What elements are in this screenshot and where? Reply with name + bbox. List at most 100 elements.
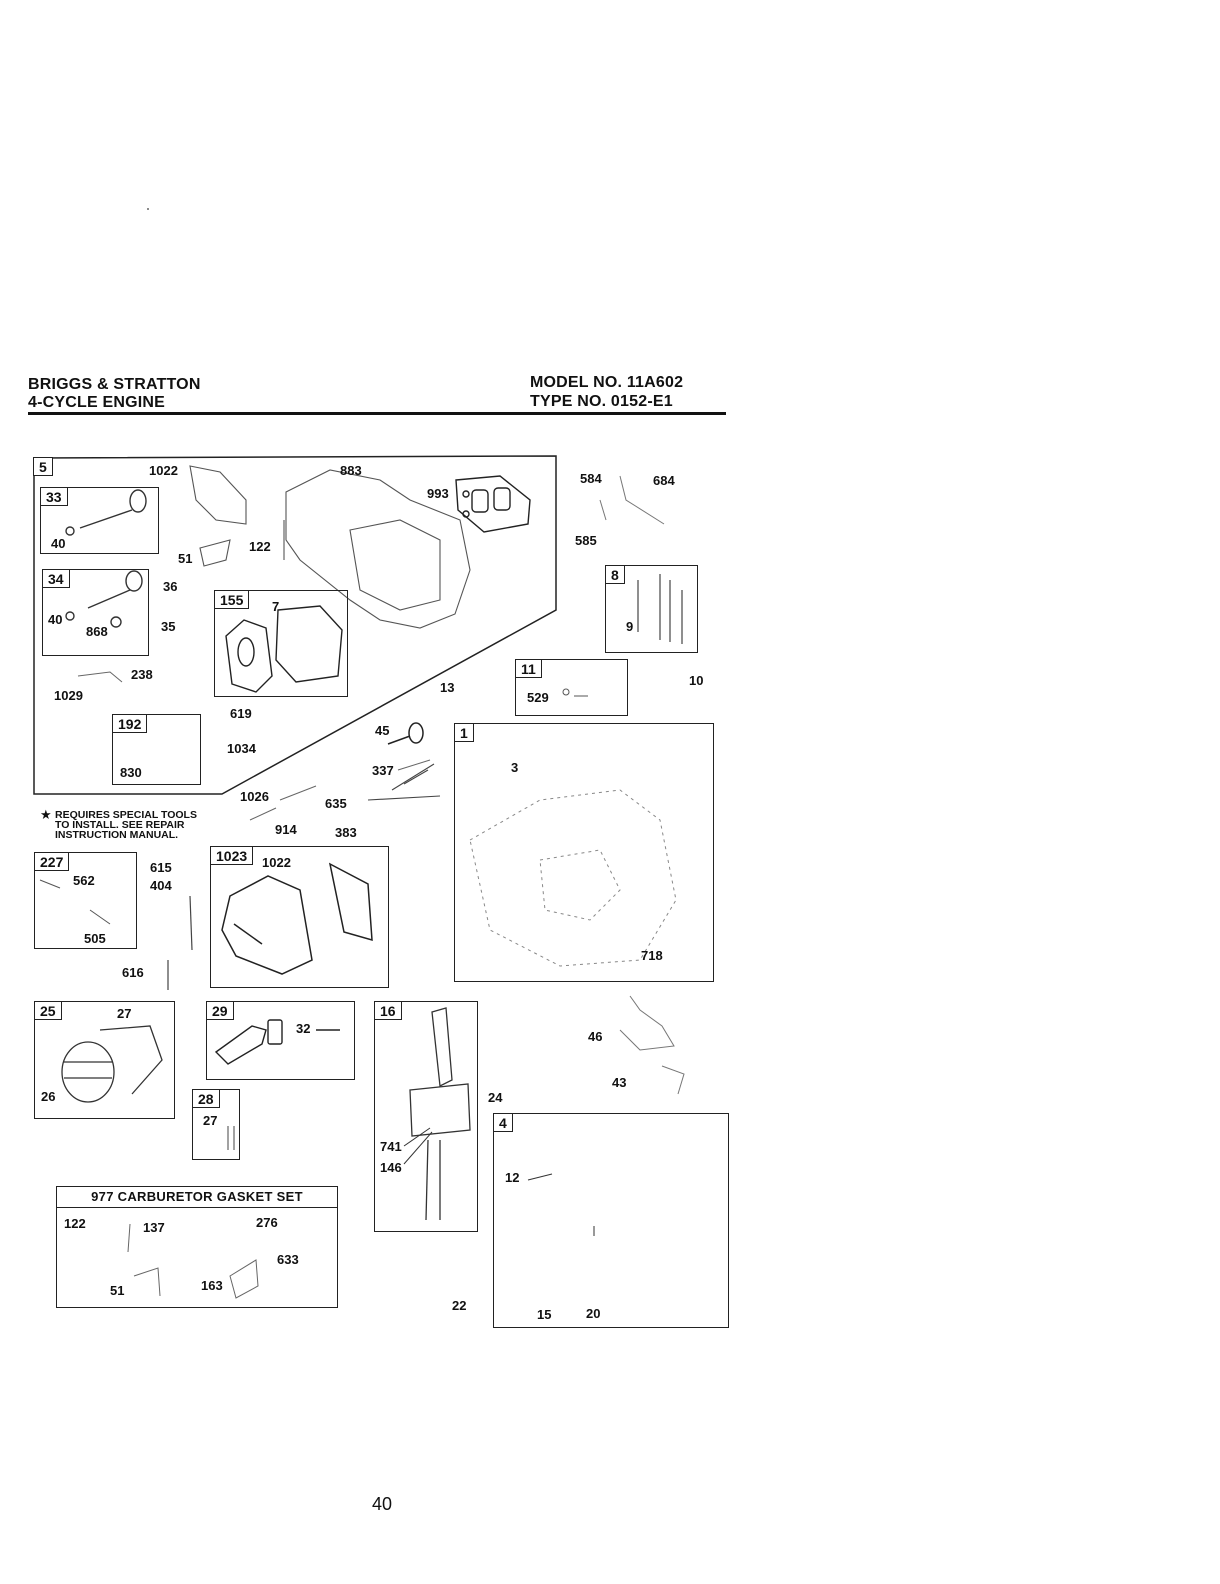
part-label: 337	[372, 763, 394, 778]
part-label: 163	[201, 1278, 223, 1293]
page-number: 40	[372, 1494, 393, 1514]
part-label: 1026	[240, 789, 269, 804]
part-label: 238	[131, 667, 153, 682]
part-label: 883	[340, 463, 362, 478]
box-192-tag: 192	[112, 714, 148, 733]
part-label: 1022	[262, 855, 291, 870]
valve-sketch-45	[387, 722, 424, 745]
box-1-tag: 1	[454, 723, 474, 742]
valve-sketch-34	[65, 570, 143, 628]
box-8-tag: 8	[605, 565, 625, 584]
part-label: 505	[84, 931, 106, 946]
box-1: 1	[454, 723, 714, 982]
piston-sketch-25	[61, 1025, 163, 1103]
part-label: 13	[440, 680, 455, 695]
box-155-tag: 155	[214, 590, 250, 609]
box-4: 4	[493, 1113, 729, 1328]
part-label: 51	[110, 1283, 125, 1298]
part-label: 36	[163, 579, 178, 594]
leader-12	[527, 1173, 595, 1236]
part-label: 914	[275, 822, 297, 837]
dipstick-sketch	[167, 895, 193, 990]
model-number: MODEL NO. 11A602	[530, 374, 684, 391]
box-28: 28	[192, 1089, 240, 1160]
part-label: 40	[48, 612, 63, 627]
part-label: 1034	[227, 741, 256, 756]
box-192: 192	[112, 714, 201, 785]
part-label: 562	[73, 873, 95, 888]
part-label: 1029	[54, 688, 83, 703]
part-label: 10	[689, 673, 704, 688]
crankshaft-sketch-16	[409, 1007, 471, 1221]
breather-sketch-155	[225, 605, 343, 693]
part-label: 633	[277, 1252, 299, 1267]
part-label: 35	[161, 619, 176, 634]
part-label: 1022	[149, 463, 178, 478]
box-11: 11	[515, 659, 628, 716]
part-label: 122	[64, 1216, 86, 1231]
sump-gasket-sketch-11	[562, 688, 588, 697]
connecting-rod-sketch-29	[214, 1019, 340, 1065]
part-label: 27	[117, 1006, 132, 1021]
part-label: 27	[203, 1113, 218, 1128]
header-rule	[28, 412, 726, 415]
part-label: 3	[511, 760, 519, 775]
part-label: 40	[51, 536, 66, 551]
box-8: 8	[605, 565, 698, 653]
box-227: 227	[34, 852, 137, 949]
part-label: 46	[588, 1029, 603, 1044]
part-label: 584	[580, 471, 602, 486]
part-label: 741	[380, 1139, 402, 1154]
part-label: 529	[527, 690, 549, 705]
valve-sketch-33	[65, 489, 147, 536]
box-1023-tag: 1023	[210, 846, 254, 865]
part-label: 830	[120, 765, 142, 780]
part-label: 718	[641, 948, 663, 963]
part-label: 993	[427, 486, 449, 501]
box-29: 29	[206, 1001, 355, 1080]
box-5-tag: 5	[33, 457, 53, 476]
pin-sketch-28	[227, 1126, 235, 1150]
sketch-227	[39, 879, 111, 925]
part-label: 51	[178, 551, 193, 566]
box-34-tag: 34	[42, 569, 70, 588]
brand-title: BRIGGS & STRATTON	[28, 376, 201, 393]
part-label: 32	[296, 1021, 311, 1036]
box-155: 155	[214, 590, 348, 697]
part-label: 26	[41, 1089, 56, 1104]
block-sketch-1	[469, 789, 677, 967]
box-34: 34	[42, 569, 149, 656]
part-label: 615	[150, 860, 172, 875]
box-16-tag: 16	[374, 1001, 402, 1020]
leader-741	[403, 1127, 433, 1165]
box-4-tag: 4	[493, 1113, 513, 1132]
box-11-tag: 11	[515, 659, 542, 678]
part-label: 22	[452, 1298, 467, 1313]
box-1023: 1023	[210, 846, 389, 988]
box-227-tag: 227	[34, 852, 70, 871]
cylinder-head-sketch	[283, 469, 471, 629]
gasket-sketch-993	[455, 475, 531, 533]
box-25-tag: 25	[34, 1001, 62, 1020]
flywheel-parts-sketch	[619, 995, 685, 1095]
star-symbol: ★	[40, 807, 52, 822]
linkage-sketch-584	[599, 475, 665, 525]
part-label: 585	[575, 533, 597, 548]
misc-small-parts	[77, 671, 431, 821]
governor-sketch-8	[637, 574, 683, 644]
rocker-cover-sketch-1023	[221, 862, 373, 975]
assembly-5-outline	[33, 455, 557, 795]
box-28-tag: 28	[192, 1089, 220, 1108]
part-label: 146	[380, 1160, 402, 1175]
type-number: TYPE NO. 0152-E1	[530, 393, 673, 410]
part-label: 619	[230, 706, 252, 721]
part-label: 616	[122, 965, 144, 980]
part-label: 635	[325, 796, 347, 811]
part-label: 20	[586, 1306, 601, 1321]
box-16: 16	[374, 1001, 478, 1232]
part-label: 43	[612, 1075, 627, 1090]
part-label: 24	[488, 1090, 503, 1105]
part-label: 9	[626, 619, 634, 634]
part-label: 404	[150, 878, 172, 893]
